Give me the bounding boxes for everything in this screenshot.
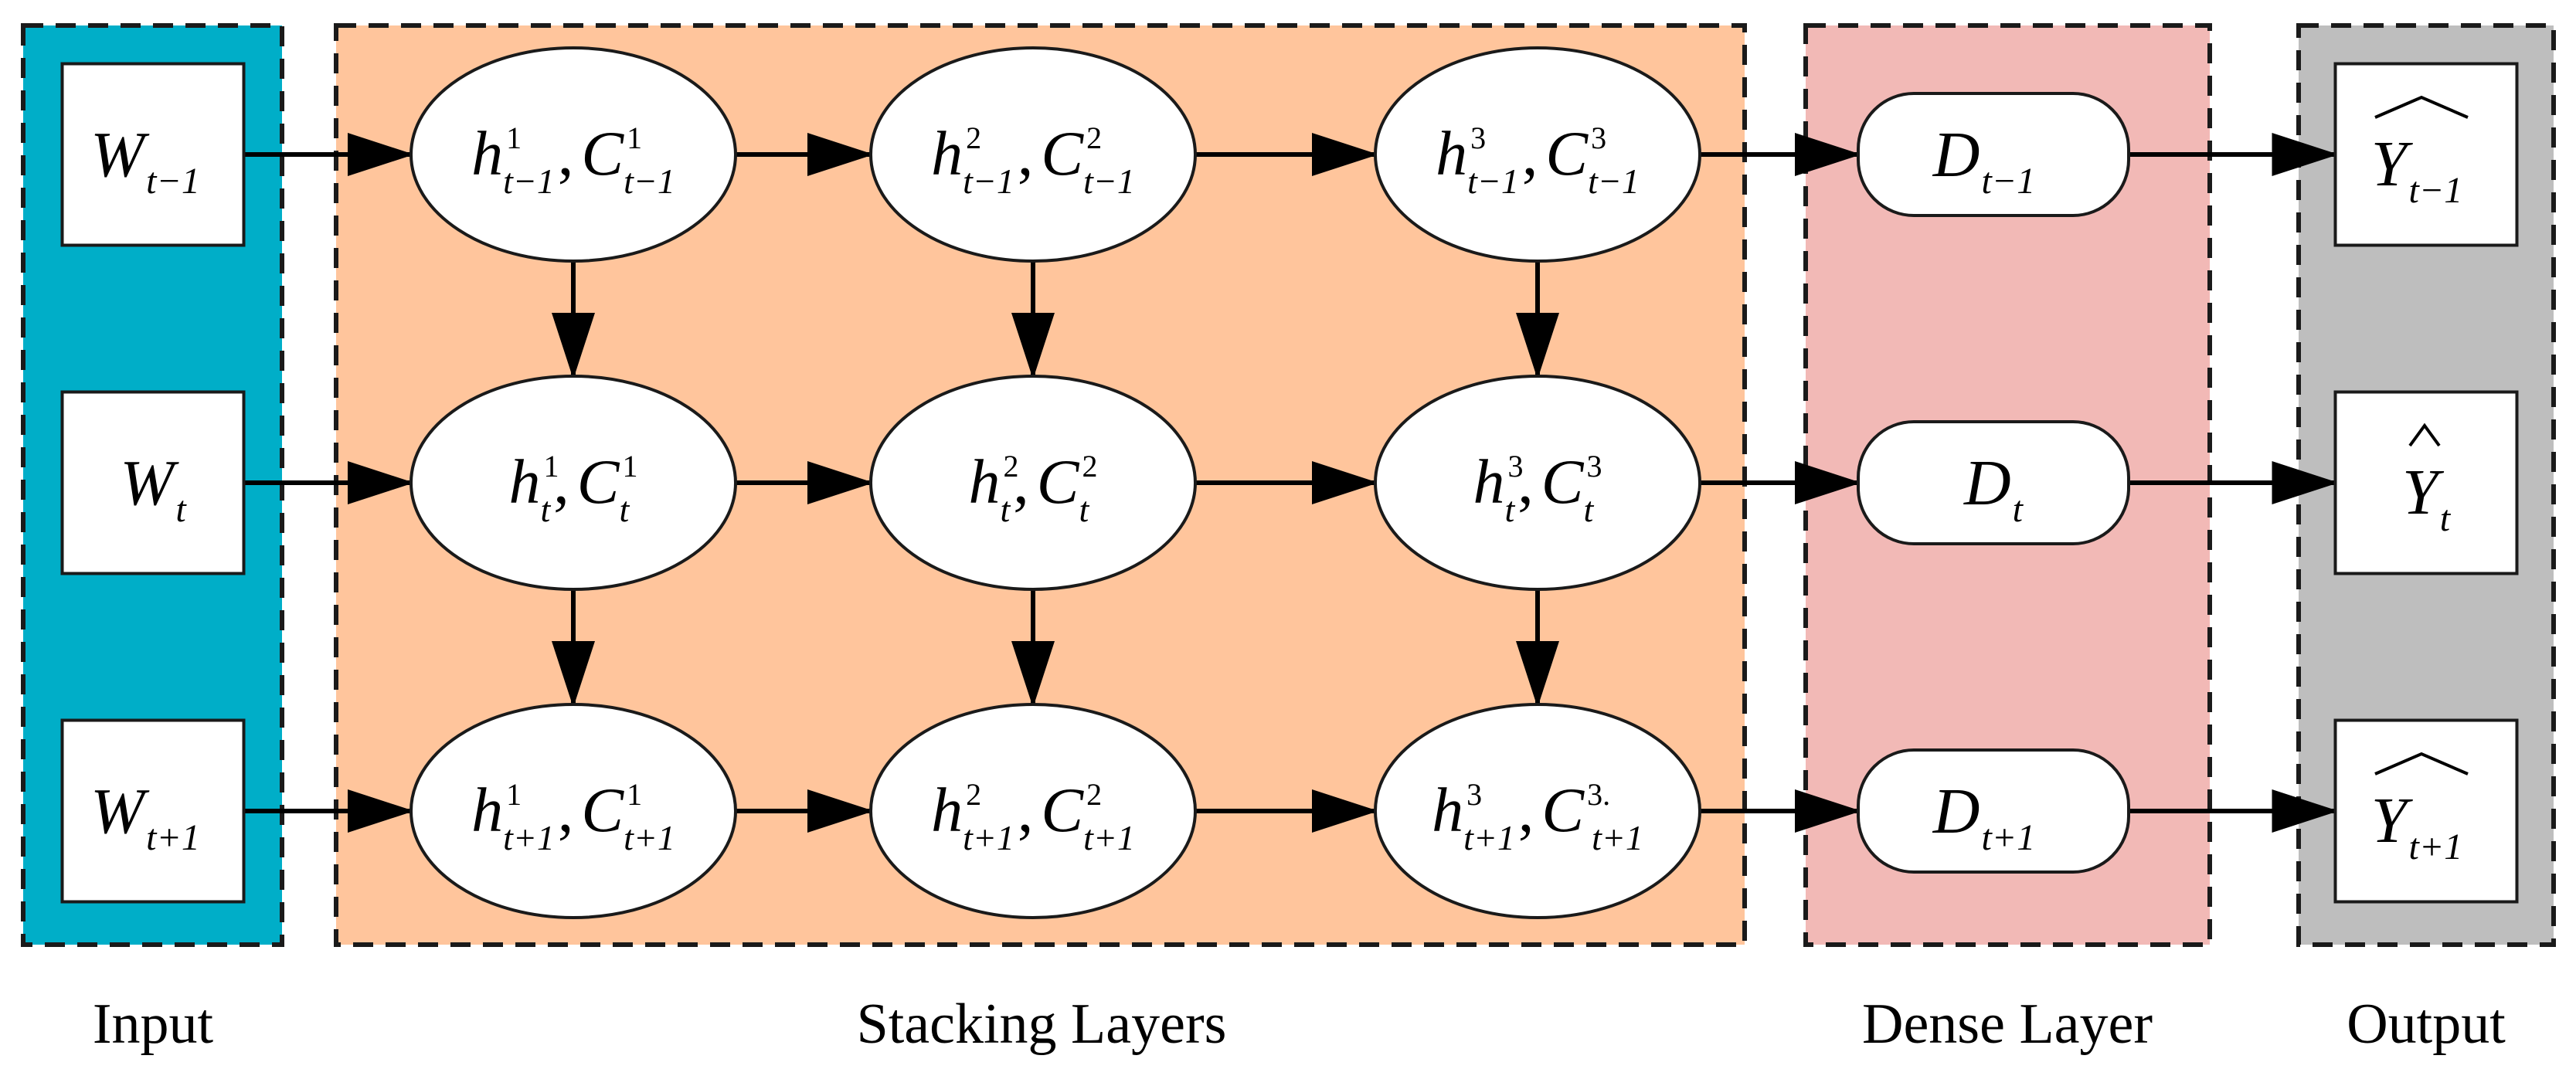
lstm-cell-layer3-row3: [1374, 703, 1701, 919]
dense-node-row1: [1857, 92, 2130, 217]
output-node-label-row3: Yt+1: [2371, 785, 2462, 867]
dense-node-row2: [1857, 420, 2130, 545]
dense-layer-label: Dense Layer: [1862, 993, 2153, 1056]
input-node-row1: [60, 62, 246, 247]
stacking-layers-label: Stacking Layers: [857, 993, 1227, 1056]
lstm-cell-layer3-row2: [1374, 375, 1701, 591]
hat-accent-row3: [2374, 752, 2469, 775]
lstm-cell-layer2-row3: [869, 703, 1197, 919]
hat-accent-row1: [2374, 95, 2469, 119]
lstm-cell-layer2-row1: [869, 46, 1197, 263]
output-label: Output: [2347, 993, 2506, 1056]
output-node-label-row2: Yt: [2402, 456, 2452, 539]
lstm-cell-layer2-row2: [869, 375, 1197, 591]
hat-accent-row2: [2408, 423, 2441, 447]
dense-node-row3: [1857, 748, 2130, 874]
edges: [243, 133, 2339, 833]
dense-node-label-row1: Dt−1: [1932, 119, 2035, 202]
dense-node-label-row2: Dt: [1963, 447, 2024, 530]
input-node-label-row2: Wt: [120, 447, 187, 530]
input-node-label-row1: Wt−1: [90, 119, 200, 202]
input-node-row2: [60, 390, 246, 575]
output-node-row1: [2333, 62, 2519, 247]
lstm-cell-layer1-row3: [410, 703, 737, 919]
lstm-cell-layer3-row1: [1374, 46, 1701, 263]
lstm-cell-layer1-row1: [410, 46, 737, 263]
lstm-cell-layer1-row2: [410, 375, 737, 591]
dense-node-label-row3: Dt+1: [1932, 775, 2035, 858]
output-node-label-row1: Yt−1: [2371, 128, 2462, 211]
input-label: Input: [93, 993, 214, 1056]
output-node-row2: [2333, 390, 2519, 575]
input-node-row3: [60, 718, 246, 904]
output-node-row3: [2333, 718, 2519, 904]
input-node-label-row3: Wt+1: [90, 775, 200, 858]
